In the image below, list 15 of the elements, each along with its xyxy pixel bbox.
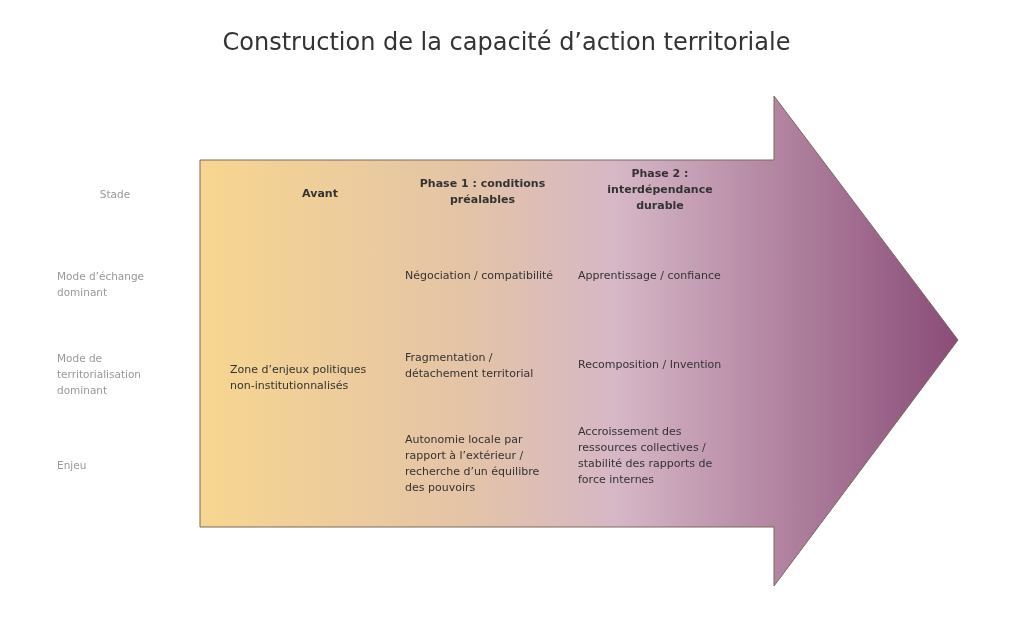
column-header: Avant (301, 186, 339, 202)
column-header: Phase 1 : conditions préalables (418, 176, 547, 208)
table-cell-text: Négociation / compatibilité (405, 268, 555, 284)
table-cell-text: Fragmentation / détachement territorial (405, 350, 535, 382)
table-cell-text: Accroissement des ressources collectives / stabilité des rapports de force internes (578, 424, 714, 488)
column-header: Phase 2 : interdépendance durable (606, 166, 714, 214)
table-cell-text: Apprentissage / confiance (578, 268, 722, 284)
row-header: Stade (98, 187, 132, 202)
table-cell-text: Autonomie locale par rapport à l’extérieur / recherche d’un équilibre des pouvoirs (405, 432, 541, 496)
table-cell-text: Zone d’enjeux politiques non-institutionnalisés (230, 362, 368, 394)
row-header: Enjeu (57, 458, 88, 473)
title: Construction de la capacité d’action territoriale (221, 28, 792, 56)
row-header: Mode de territorialisation dominant (57, 351, 142, 398)
table-cell-text: Recomposition / Invention (578, 357, 723, 373)
row-header: Mode d’échange dominant (57, 269, 146, 300)
